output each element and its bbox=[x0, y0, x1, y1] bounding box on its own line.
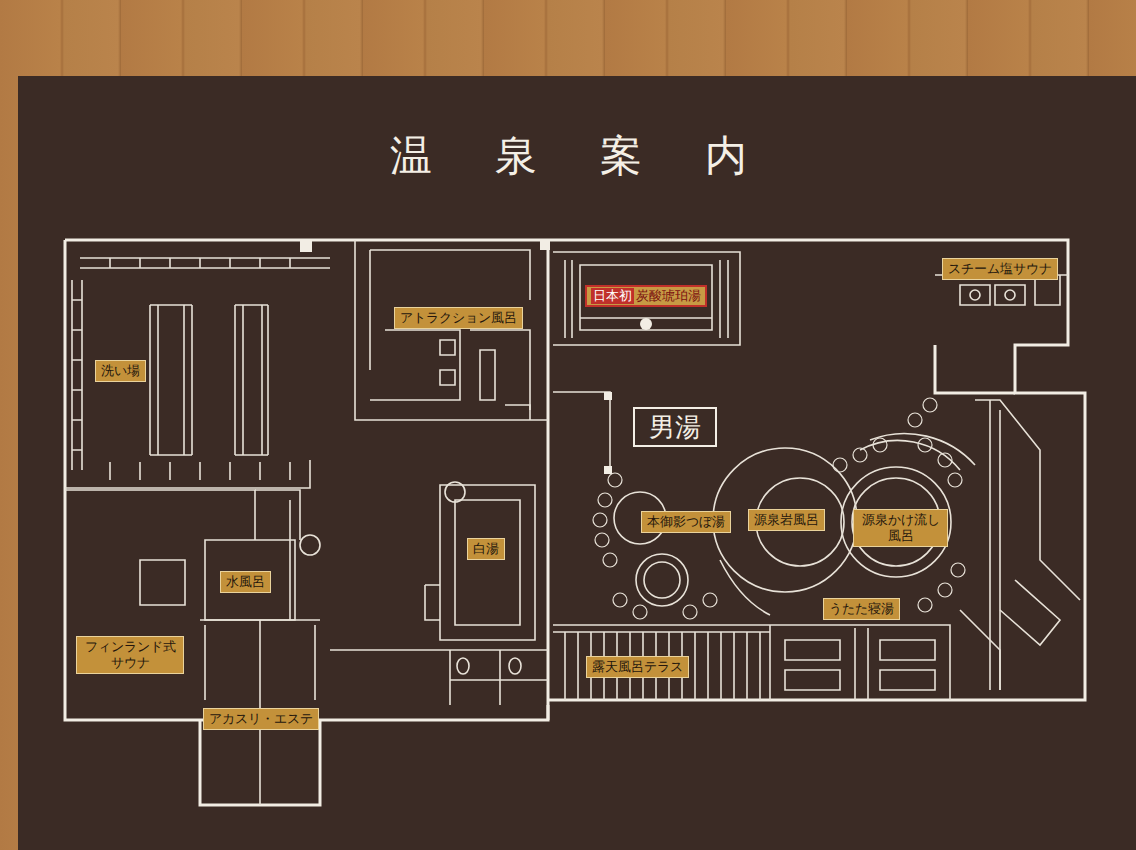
area-title-box: 男湯 bbox=[633, 407, 717, 447]
facility-label: 露天風呂テラス bbox=[586, 656, 689, 678]
facility-label: うたた寝湯 bbox=[823, 598, 900, 620]
label-text: うたた寝湯 bbox=[829, 601, 894, 616]
label-text: 洗い場 bbox=[101, 363, 140, 378]
facility-label: アカスリ・エステ bbox=[203, 708, 319, 730]
label-text: 本御影つぼ湯 bbox=[647, 514, 725, 529]
facility-label: 日本初炭酸琥珀湯 bbox=[585, 285, 707, 307]
facility-label: 源泉岩風呂 bbox=[748, 509, 825, 531]
title: 温泉案内 bbox=[0, 128, 1136, 184]
label-text: 白湯 bbox=[473, 541, 499, 556]
facility-label: 源泉かけ流し風呂 bbox=[853, 509, 948, 547]
facility-label: 洗い場 bbox=[95, 360, 146, 382]
facility-label: 水風呂 bbox=[220, 571, 271, 593]
label-text: 男湯 bbox=[649, 412, 701, 442]
label-text: 露天風呂テラス bbox=[592, 659, 683, 674]
facility-label: フィンランド式サウナ bbox=[76, 636, 184, 674]
facility-label: アトラクション風呂 bbox=[394, 307, 523, 329]
label-text: アトラクション風呂 bbox=[400, 310, 517, 325]
label-text: 日本初 bbox=[591, 288, 634, 304]
label-text: 水風呂 bbox=[226, 574, 265, 589]
facility-label: 本御影つぼ湯 bbox=[641, 511, 731, 533]
sign-board bbox=[18, 76, 1136, 850]
label-text: アカスリ・エステ bbox=[209, 711, 313, 726]
label-text: 炭酸琥珀湯 bbox=[634, 288, 701, 304]
facility-label: 白湯 bbox=[467, 538, 505, 560]
facility-label: スチーム塩サウナ bbox=[942, 258, 1058, 280]
label-text: 源泉岩風呂 bbox=[754, 512, 819, 527]
label-text: 源泉かけ流し風呂 bbox=[859, 512, 942, 544]
label-text: フィンランド式サウナ bbox=[82, 639, 178, 671]
label-text: スチーム塩サウナ bbox=[948, 261, 1052, 276]
